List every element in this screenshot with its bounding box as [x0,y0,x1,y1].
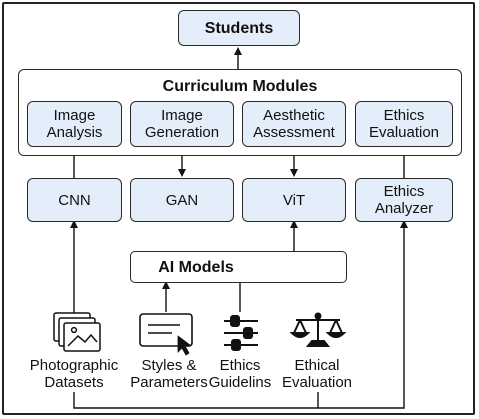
model-gan: GAN [130,178,234,222]
model-label: CNN [58,191,91,209]
model-label: GAN [165,191,199,209]
model-label: Ethics Analyzer [374,183,434,217]
module-ethics-evaluation: Ethics Evaluation [355,101,453,147]
model-cnn: CNN [27,178,122,222]
sliders-icon [224,315,258,351]
students-label: Students [204,19,274,37]
module-label: Aesthetic Assessment [253,107,335,141]
scales-icon [289,312,347,347]
model-vit: ViT [242,178,346,222]
module-aesthetic-assessment: Aesthetic Assessment [242,101,346,147]
input-ethics-guidelines: Ethics Guidelins [208,357,272,391]
input-ethical-evaluation: Ethical Evaluation [281,357,353,391]
module-label: Image Generation [144,107,220,141]
model-ethics-analyzer: Ethics Analyzer [355,178,453,222]
ai-models-bar [130,251,347,283]
module-label: Ethics Evaluation [368,107,440,141]
ai-models-label: AI Models [158,259,234,276]
input-styles-parameters: Styles & Parameters [130,357,208,391]
photo-stack-icon [53,312,101,352]
curriculum-title: Curriculum Modules [162,78,318,95]
module-image-generation: Image Generation [130,101,234,147]
bottom-feedback-path [73,220,408,409]
model-label: ViT [282,191,306,209]
cursor-window-icon [139,313,193,356]
module-label: Image Analysis [46,107,103,141]
input-photographic-datasets: Photographic Datasets [29,357,119,391]
students-box: Students [178,10,300,46]
module-image-analysis: Image Analysis [27,101,122,147]
